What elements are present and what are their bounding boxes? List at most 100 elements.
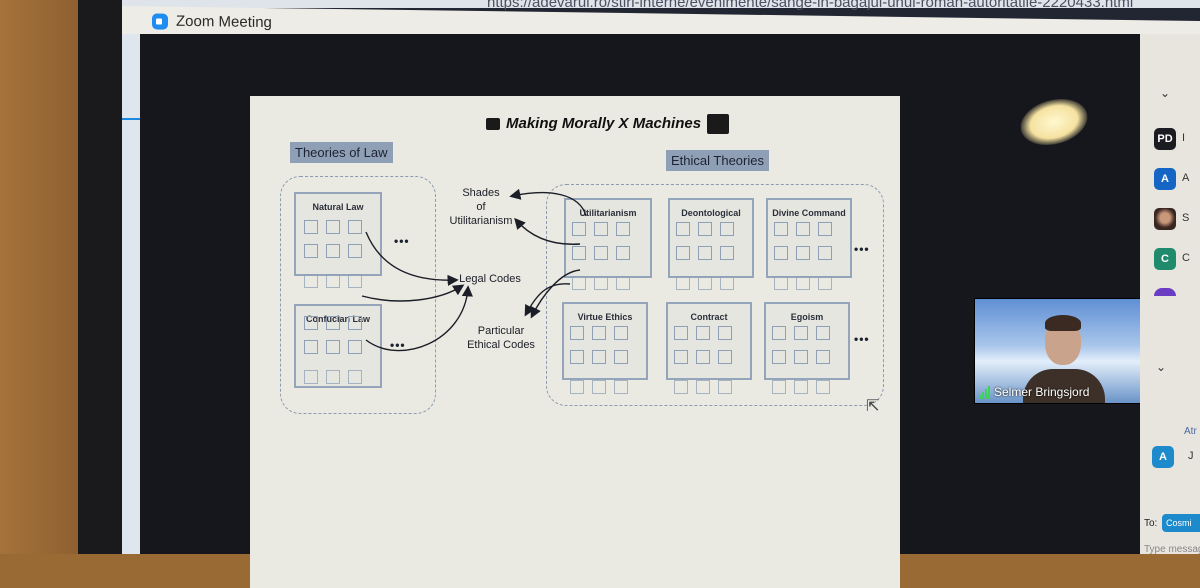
code-square — [720, 276, 734, 290]
code-square — [592, 326, 606, 340]
arrow-util-to-shades — [509, 188, 587, 217]
theory-label: Utilitarianism — [579, 208, 637, 218]
code-square — [304, 370, 318, 384]
code-square — [304, 274, 318, 288]
more-ellipsis: ••• — [390, 338, 406, 352]
avatar-initials: A — [1159, 451, 1167, 463]
avatar-partial[interactable] — [1154, 288, 1176, 296]
code-square — [570, 380, 584, 394]
code-square — [614, 350, 628, 364]
browser-address-bar[interactable]: https://adevarul.ro/stiri-interne/evenim… — [122, 0, 1200, 11]
legal-codes-node: Legal Codes — [459, 273, 521, 285]
code-square — [772, 326, 786, 340]
theory-box-deontological[interactable]: Deontological — [668, 198, 754, 278]
code-square — [816, 350, 830, 364]
chat-to-label: To: — [1144, 518, 1158, 529]
avatar[interactable]: PD — [1154, 128, 1176, 150]
code-square — [616, 276, 630, 290]
avatar-photo[interactable] — [1154, 208, 1176, 230]
signal-strength-icon — [979, 385, 991, 399]
participant-name: Selmer Bringsjord — [994, 385, 1090, 399]
arrow-confucian-to-legal — [365, 285, 473, 352]
node-line: Shades — [462, 187, 500, 199]
chevron-down-icon[interactable]: ⌄ — [1156, 360, 1167, 374]
code-square — [594, 246, 608, 260]
code-square — [674, 380, 688, 394]
code-square — [570, 326, 584, 340]
url-text[interactable]: https://adevarul.ro/stiri-interne/evenim… — [487, 0, 1134, 11]
slide-title-text: Making Morally X Machines — [506, 114, 702, 132]
code-square — [774, 246, 788, 260]
avatar-initials: A — [1161, 173, 1169, 185]
code-square — [572, 222, 586, 236]
code-square — [304, 244, 318, 258]
code-square — [304, 340, 318, 354]
more-ellipsis: ••• — [854, 332, 870, 346]
theories-of-law-label: Theories of Law — [290, 142, 393, 163]
chat-message-input[interactable]: Type message — [1144, 544, 1200, 555]
code-square — [818, 246, 832, 260]
open-book-icon — [707, 114, 730, 134]
theory-label: Egoism — [790, 312, 824, 322]
code-square — [720, 222, 734, 236]
theory-box-egoism[interactable]: Egoism — [764, 302, 850, 380]
code-square — [348, 340, 362, 354]
arrow-to-particular — [524, 283, 571, 317]
code-square — [796, 276, 810, 290]
code-square — [616, 246, 630, 260]
theory-box-confucian-law[interactable]: Confucian Law — [294, 304, 382, 388]
code-square — [326, 220, 340, 234]
more-ellipsis: ••• — [854, 242, 870, 256]
chat-header-fragment: Atr — [1184, 426, 1197, 437]
avatar[interactable]: C — [1154, 248, 1176, 270]
code-square — [696, 380, 710, 394]
blue-divider — [122, 118, 140, 120]
arrow-natural-to-legal — [365, 231, 459, 286]
code-square — [304, 316, 318, 330]
monitor-bezel — [78, 0, 126, 554]
code-square — [718, 380, 732, 394]
participant-name: C — [1182, 252, 1190, 264]
code-square — [698, 276, 712, 290]
monitor-screen: https://adevarul.ro/stiri-interne/evenim… — [122, 0, 1200, 588]
code-square — [594, 222, 608, 236]
code-square — [816, 326, 830, 340]
more-ellipsis: ••• — [394, 234, 410, 248]
ethical-theories-group — [546, 184, 884, 406]
background-window-strip — [122, 34, 140, 554]
code-square — [718, 326, 732, 340]
code-square — [326, 274, 340, 288]
avatar[interactable]: A — [1154, 168, 1176, 190]
theory-label: Contract — [690, 312, 728, 322]
chevron-down-icon[interactable]: ⌄ — [1160, 86, 1171, 100]
theory-box-virtue-ethics[interactable]: Virtue Ethics — [562, 302, 648, 380]
chat-recipient-dropdown[interactable]: Cosmi — [1162, 514, 1200, 532]
participant-name-label: Selmer Bringsjord — [979, 385, 1089, 399]
code-square — [348, 370, 362, 384]
node-line: Utilitarianism — [449, 215, 513, 227]
connector-arrows — [361, 188, 587, 352]
theory-box-contract[interactable]: Contract — [666, 302, 752, 380]
code-square — [614, 380, 628, 394]
code-square — [698, 222, 712, 236]
code-square — [774, 276, 788, 290]
window-title: Zoom Meeting — [176, 12, 272, 32]
particular-ethical-codes-node: Particular Ethical Codes — [456, 324, 546, 352]
code-square — [572, 276, 586, 290]
participants-panel: ⌄ PD I A A S C C ⌄ Atr A J To: Cosmi Typ… — [1140, 34, 1200, 555]
shades-of-utilitarianism-node: Shades of Utilitarianism — [436, 186, 526, 228]
code-square — [326, 340, 340, 354]
slide-title: Making Morally X Machines — [480, 114, 735, 134]
code-square — [818, 222, 832, 236]
code-square — [698, 246, 712, 260]
participant-video[interactable]: Selmer Bringsjord — [974, 298, 1148, 404]
theory-label: Virtue Ethics — [577, 312, 633, 322]
theory-box-divine-command[interactable]: Divine Command — [766, 198, 852, 278]
code-square — [348, 220, 362, 234]
shared-slide: Making Morally X Machines Theories of La… — [250, 96, 900, 588]
node-line: Ethical Codes — [467, 339, 535, 351]
background-wall — [0, 0, 80, 554]
theory-box-utilitarianism[interactable]: Utilitarianism — [564, 198, 652, 278]
code-square — [794, 326, 808, 340]
participant-name: S — [1182, 212, 1190, 224]
